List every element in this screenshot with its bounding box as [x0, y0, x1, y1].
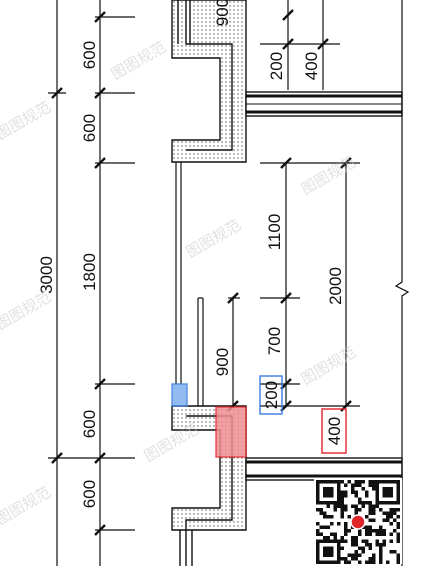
watermark: 图图规范	[298, 343, 359, 389]
left-dimension-ticks	[51, 11, 106, 536]
dim-seg-4: 600	[80, 410, 99, 438]
dim-seg-1: 600	[80, 41, 99, 69]
dim-pier-400: 400	[302, 52, 321, 80]
dim-seg-3: 1800	[80, 253, 99, 291]
dim-opening-top: 900	[213, 0, 232, 26]
dim-right-2000: 2000	[326, 267, 345, 305]
dim-right-1100: 1100	[265, 214, 284, 251]
dim-seg-5: 600	[80, 480, 99, 508]
watermark: 图图规范	[183, 216, 244, 262]
window-frame	[175, 162, 204, 406]
inner-dimension-chains	[228, 0, 360, 407]
watermark: 图图规范	[0, 288, 54, 334]
watermark: 图图规范	[108, 38, 169, 84]
dim-pier-200: 200	[267, 52, 286, 80]
break-line	[394, 270, 410, 566]
watermark: 图图规范	[298, 153, 359, 199]
watermark: 图图规范	[0, 483, 54, 529]
blue-highlight-box	[259, 375, 283, 415]
blue-highlight-block	[171, 383, 188, 407]
dim-right-200: 200	[262, 381, 281, 409]
dim-right-700: 700	[265, 327, 284, 355]
lower-wall-band	[245, 457, 403, 481]
upper-wall-band	[245, 91, 403, 117]
dim-red-400: 400	[325, 417, 344, 445]
watermark: 图图规范	[0, 98, 54, 144]
upper-pier	[171, 0, 247, 163]
dimension-labels: 3000 600 600 1800 600 600 900 900 1100 7…	[37, 0, 345, 508]
qr-code-icon	[314, 478, 402, 564]
dim-opening-lower: 900	[213, 348, 232, 376]
dim-total: 3000	[37, 256, 56, 294]
dim-seg-2: 600	[80, 114, 99, 142]
red-highlight-box	[321, 408, 347, 454]
red-highlight-block	[215, 406, 247, 458]
